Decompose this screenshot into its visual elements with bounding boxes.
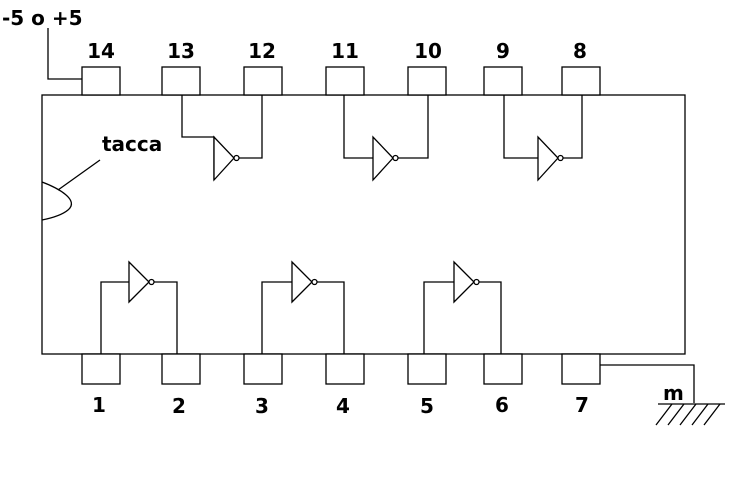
supply-lead — [47, 28, 82, 80]
top-pin-row — [81, 66, 601, 96]
top-pin-10 — [407, 66, 447, 96]
top-pin-label: 9 — [496, 39, 510, 63]
top-pin-14 — [81, 66, 121, 96]
bottom-pin-label: 7 — [575, 393, 589, 417]
top-pin-13 — [161, 66, 201, 96]
bottom-pin-2 — [161, 353, 201, 385]
top-pin-label: 10 — [414, 39, 442, 63]
ground-lead — [600, 364, 695, 403]
inverter-11-10 — [343, 95, 429, 182]
notch-label: tacca — [102, 132, 162, 156]
bottom-pin-label: 1 — [92, 393, 106, 417]
top-pin-11 — [325, 66, 365, 96]
top-pin-12 — [243, 66, 283, 96]
top-pin-label: 14 — [87, 39, 115, 63]
top-pin-labels: 14 13 12 11 10 9 8 — [87, 39, 587, 63]
inverter-5-6 — [423, 260, 502, 354]
ground-label: m — [663, 381, 684, 405]
top-pin-9 — [483, 66, 523, 96]
inverter-9-8 — [503, 95, 583, 182]
bottom-pin-row — [81, 353, 601, 385]
bottom-pin-label: 6 — [495, 393, 509, 417]
inverter-13-12 — [181, 95, 263, 182]
top-pin-label: 12 — [248, 39, 276, 63]
top-pin-label: 8 — [573, 39, 587, 63]
bottom-pin-5 — [407, 353, 447, 385]
bottom-pin-1 — [81, 353, 121, 385]
bottom-pin-7 — [561, 353, 601, 385]
inverter-3-4 — [261, 260, 345, 354]
bottom-pin-label: 3 — [255, 394, 269, 418]
inverter-1-2 — [100, 260, 178, 354]
bottom-pin-label: 4 — [336, 394, 350, 418]
bottom-pin-4 — [325, 353, 365, 385]
bottom-pin-label: 5 — [420, 394, 434, 418]
top-pin-label: 11 — [331, 39, 359, 63]
bottom-pin-labels: 1 2 3 4 5 6 7 — [92, 393, 589, 418]
bottom-pin-3 — [243, 353, 283, 385]
notch — [41, 181, 72, 221]
ground-symbol — [655, 403, 725, 426]
supply-label: -5 o +5 — [2, 6, 83, 30]
bottom-pin-label: 2 — [172, 394, 186, 418]
top-pin-label: 13 — [167, 39, 195, 63]
bottom-pin-6 — [483, 353, 523, 385]
notch-leader — [57, 159, 101, 191]
top-pin-8 — [561, 66, 601, 96]
